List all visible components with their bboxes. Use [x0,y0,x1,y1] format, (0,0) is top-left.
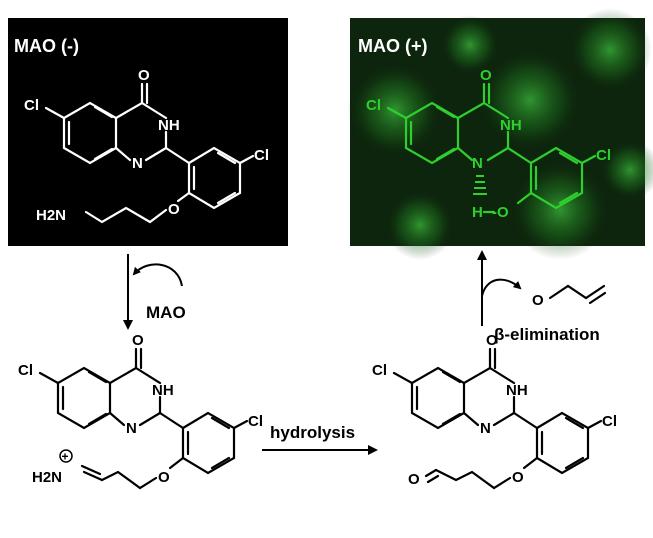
chlorine-label-left: Cl [24,97,39,114]
hydrolysis-label: hydrolysis [270,423,355,442]
mao-reaction-arrow [123,254,183,330]
amine-label: H2N [36,207,66,224]
carbonyl-oxygen-label: O [138,67,150,84]
elimination-label: β-elimination [494,325,600,344]
ring-nitrogen-label-iminium: N [126,420,137,437]
hydroxyl-hydrogen-label: H [472,204,483,221]
positive-charge-label: + [62,450,69,464]
hydroxyl-oxygen-label: -O [492,204,509,221]
ether-oxygen-label: O [168,201,180,218]
ether-oxygen-label-aldehyde: O [512,469,524,486]
acrolein-structure [548,284,607,305]
chlorine-label-right: Cl [254,147,269,164]
right-panel-title: MAO (+) [358,36,428,56]
aldehyde-oxygen-label: O [408,471,420,488]
ether-oxygen-label-iminium: O [158,469,170,486]
elimination-reaction-arrow [477,250,522,326]
probe-labels-dark: O NH N Cl Cl O H2N [24,67,269,224]
ring-nitrogen-label: N [132,155,143,172]
nh-label-iminium: NH [152,382,174,399]
positive-charge-circle [59,449,73,463]
left-panel-background [8,18,288,246]
cell-fluorescence [347,8,653,260]
product-structure-fluorescent [386,82,597,214]
carbonyl-oxygen-label-green: O [480,67,492,84]
probe-structure-dark [44,82,255,224]
ring-nitrogen-label-green: N [472,155,483,172]
nh-label: NH [158,117,180,134]
acrolein-oxygen-label: O [532,292,544,309]
iminium-h2n-label: H2N [32,469,62,486]
chlorine-label-right-green: Cl [596,147,611,164]
left-panel-title: MAO (-) [14,36,79,56]
mao-label: MAO [146,303,186,322]
aldehyde-labels: O NH N Cl Cl O O [372,332,617,488]
chlorine-label-right-iminium: Cl [248,413,263,430]
chlorine-label-left-iminium: Cl [18,362,33,379]
carbonyl-oxygen-label-aldehyde: O [486,332,498,349]
iminium-labels: O NH N Cl Cl O H2N [18,332,263,486]
aldehyde-intermediate-structure [392,347,603,490]
carbonyl-oxygen-label-iminium: O [132,332,144,349]
hydrogen-bond-dashes [473,175,487,195]
iminium-intermediate-structure [38,347,249,490]
nh-label-aldehyde: NH [506,382,528,399]
product-labels-fluorescent: O NH N Cl Cl H -O [366,67,611,221]
chlorine-label-right-aldehyde: Cl [602,413,617,430]
ring-nitrogen-label-aldehyde: N [480,420,491,437]
chlorine-label-left-green: Cl [366,97,381,114]
chlorine-label-left-aldehyde: Cl [372,362,387,379]
nh-label-green: NH [500,117,522,134]
